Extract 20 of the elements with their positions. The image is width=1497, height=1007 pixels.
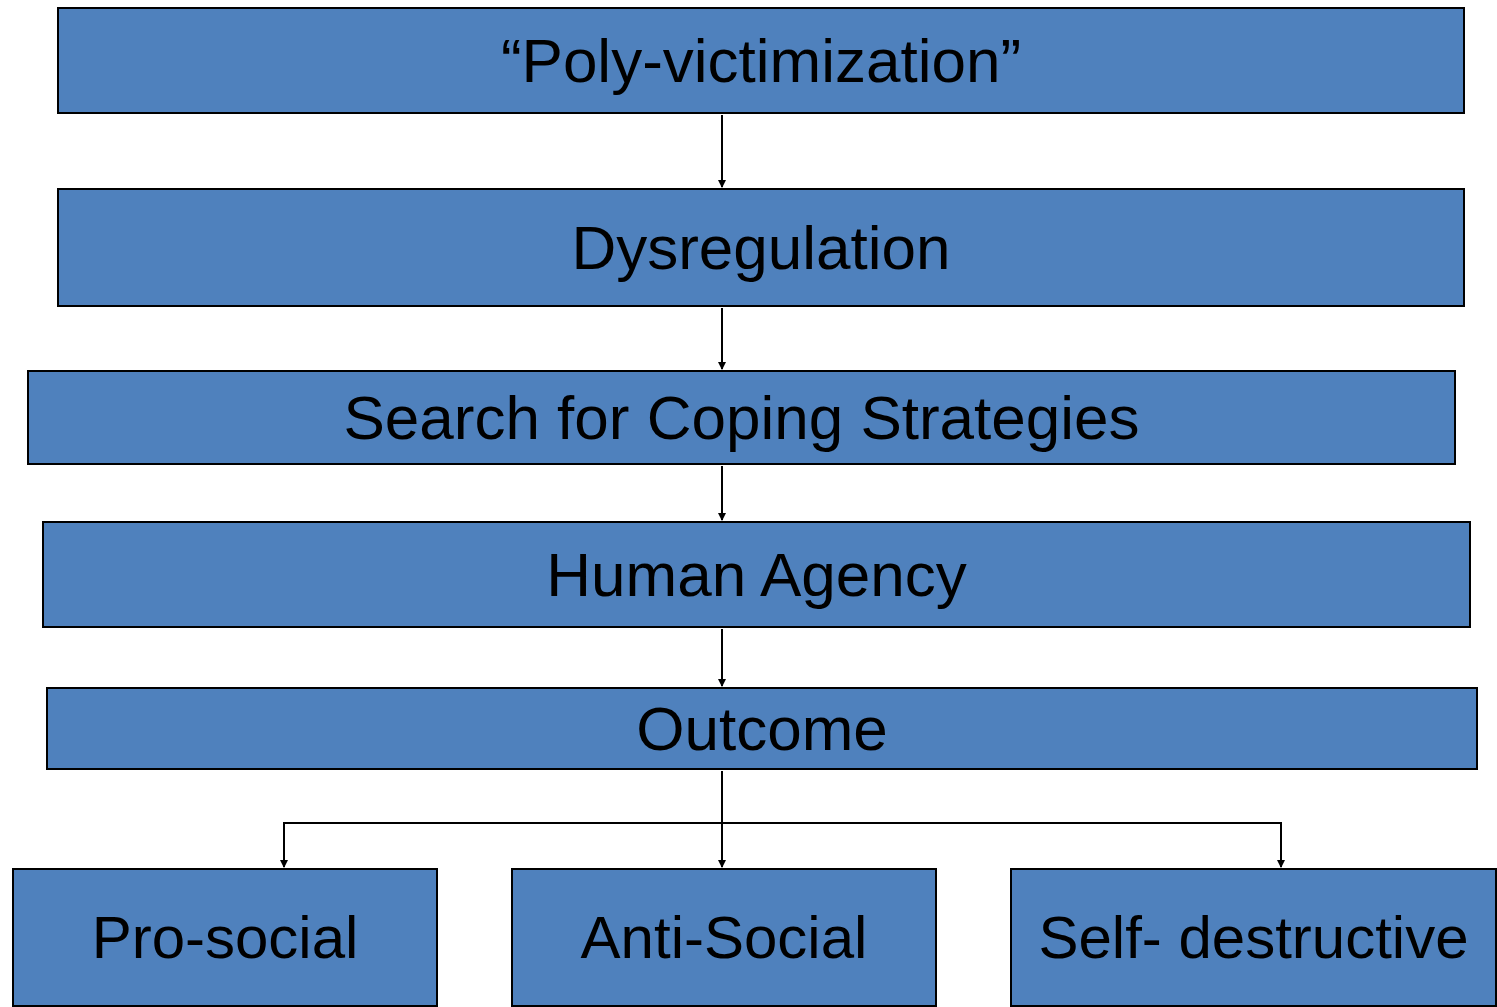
process-box [46,687,1478,770]
arrow [718,465,726,521]
process-box [511,868,937,1007]
process-box [12,868,438,1007]
box-label: Pro-social [90,906,360,969]
box-label: Self- destructive [1037,906,1470,969]
arrow [718,307,726,370]
box-label: “Poly-victimization” [499,27,1023,94]
box-label: Dysregulation [570,214,952,281]
box-label: Human Agency [545,541,968,608]
box-label: Outcome [635,695,889,762]
process-box [57,7,1465,114]
arrow [718,628,726,687]
process-box [1010,868,1497,1007]
box-label: Search for Coping Strategies [342,384,1141,451]
process-box [57,188,1465,307]
process-box [27,370,1456,465]
arrow [718,114,726,188]
process-box [42,521,1471,628]
box-label: Anti-Social [579,906,869,969]
